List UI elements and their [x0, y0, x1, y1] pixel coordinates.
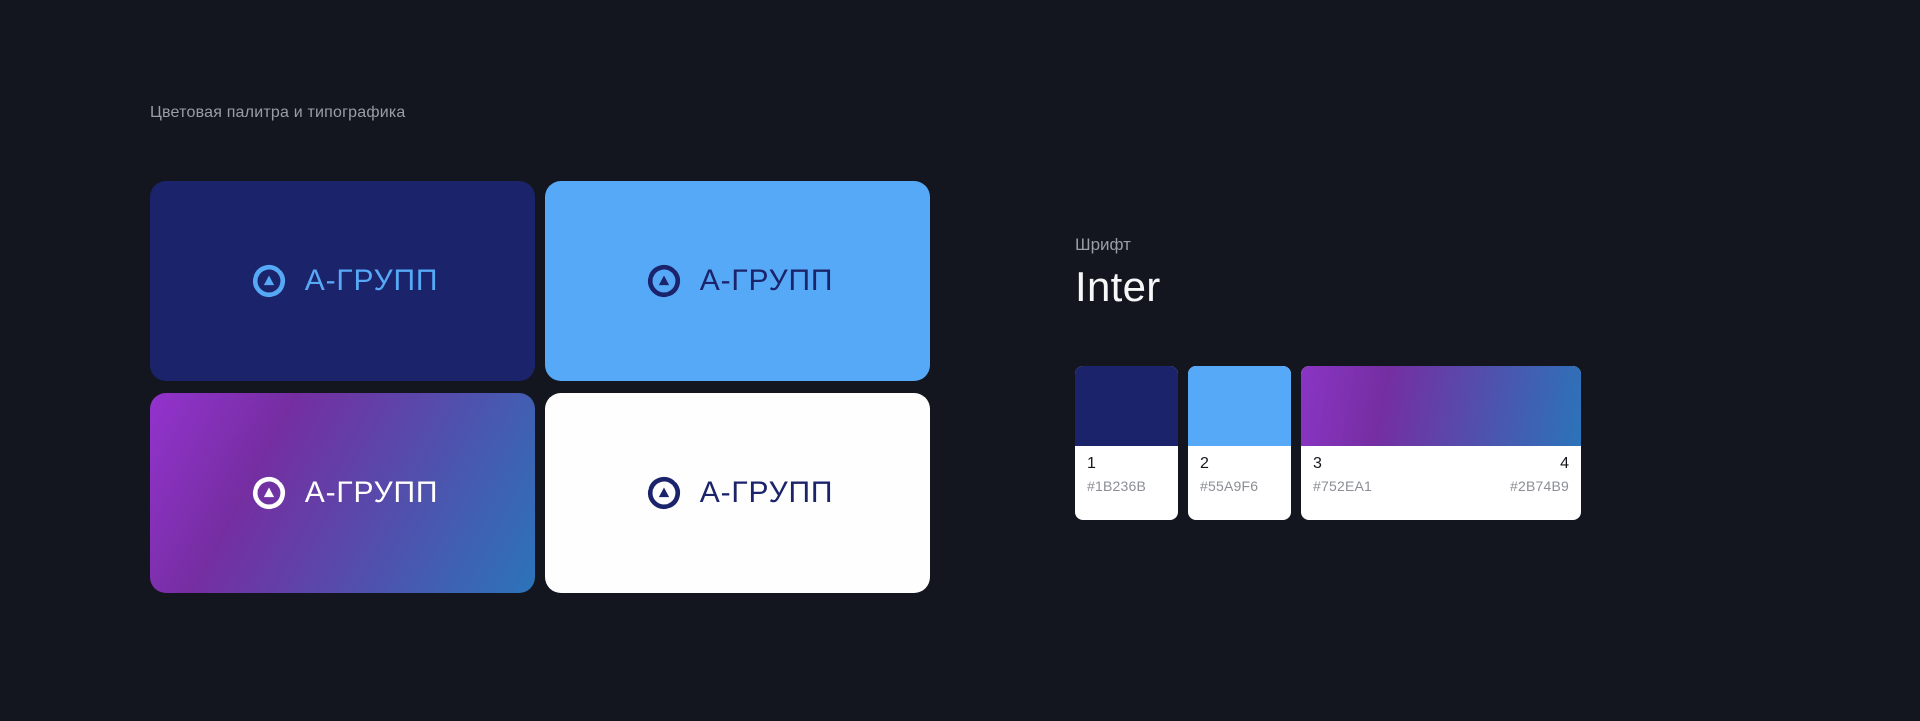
swatch-info: 3 #752EA1 4 #2B74B9 [1301, 446, 1581, 520]
brand-logo-lockup: А-ГРУПП [247, 471, 438, 515]
swatch-color-gradient [1301, 366, 1581, 446]
swatch-number: 1 [1087, 455, 1096, 472]
brand-name: А-ГРУПП [699, 264, 834, 297]
swatch-hex-code: #752EA1 [1313, 478, 1373, 494]
brand-name: А-ГРУПП [699, 476, 834, 509]
swatch-info: 1 #1B236B [1075, 446, 1178, 520]
brand-logo-lockup: А-ГРУПП [247, 259, 438, 303]
swatch-info: 2 #55A9F6 [1188, 446, 1291, 520]
a-group-logo-icon [642, 259, 686, 303]
font-name: Inter [1075, 263, 1161, 310]
swatch-card-blue: 2 #55A9F6 [1188, 366, 1291, 520]
a-group-logo-icon [247, 471, 291, 515]
swatch-number: 3 [1313, 455, 1322, 472]
swatch-hex-code: #2B74B9 [1509, 478, 1569, 494]
swatch-gradient-end: 4 #2B74B9 [1510, 455, 1569, 511]
swatch-number: 2 [1200, 455, 1209, 472]
swatch-hex-code: #1B236B [1087, 478, 1147, 494]
brand-card-blue: А-ГРУПП [545, 181, 930, 381]
a-group-logo-icon [247, 259, 291, 303]
swatch-gradient-start: 3 #752EA1 [1313, 455, 1372, 511]
section-title: Цветовая палитра и типографика [150, 104, 406, 121]
color-swatches-row: 1 #1B236B 2 #55A9F6 3 #752EA1 4 #2B74B9 [1075, 366, 1581, 520]
brand-name: А-ГРУПП [304, 264, 439, 297]
brand-name: А-ГРУПП [304, 476, 439, 509]
a-group-logo-icon [642, 471, 686, 515]
brand-card-gradient: А-ГРУПП [150, 393, 535, 593]
brand-logo-lockup: А-ГРУПП [642, 259, 833, 303]
brand-card-white: А-ГРУПП [545, 393, 930, 593]
swatch-card-navy: 1 #1B236B [1075, 366, 1178, 520]
brand-card-navy: А-ГРУПП [150, 181, 535, 381]
swatch-color-blue [1188, 366, 1291, 446]
swatch-card-gradient: 3 #752EA1 4 #2B74B9 [1301, 366, 1581, 520]
logo-cards-grid: А-ГРУПП А-ГРУПП А-ГРУПП [150, 181, 931, 593]
swatch-hex-code: #55A9F6 [1200, 478, 1259, 494]
swatch-number: 4 [1560, 455, 1569, 472]
swatch-color-navy [1075, 366, 1178, 446]
brand-logo-lockup: А-ГРУПП [642, 471, 833, 515]
font-section-label: Шрифт [1075, 235, 1131, 254]
